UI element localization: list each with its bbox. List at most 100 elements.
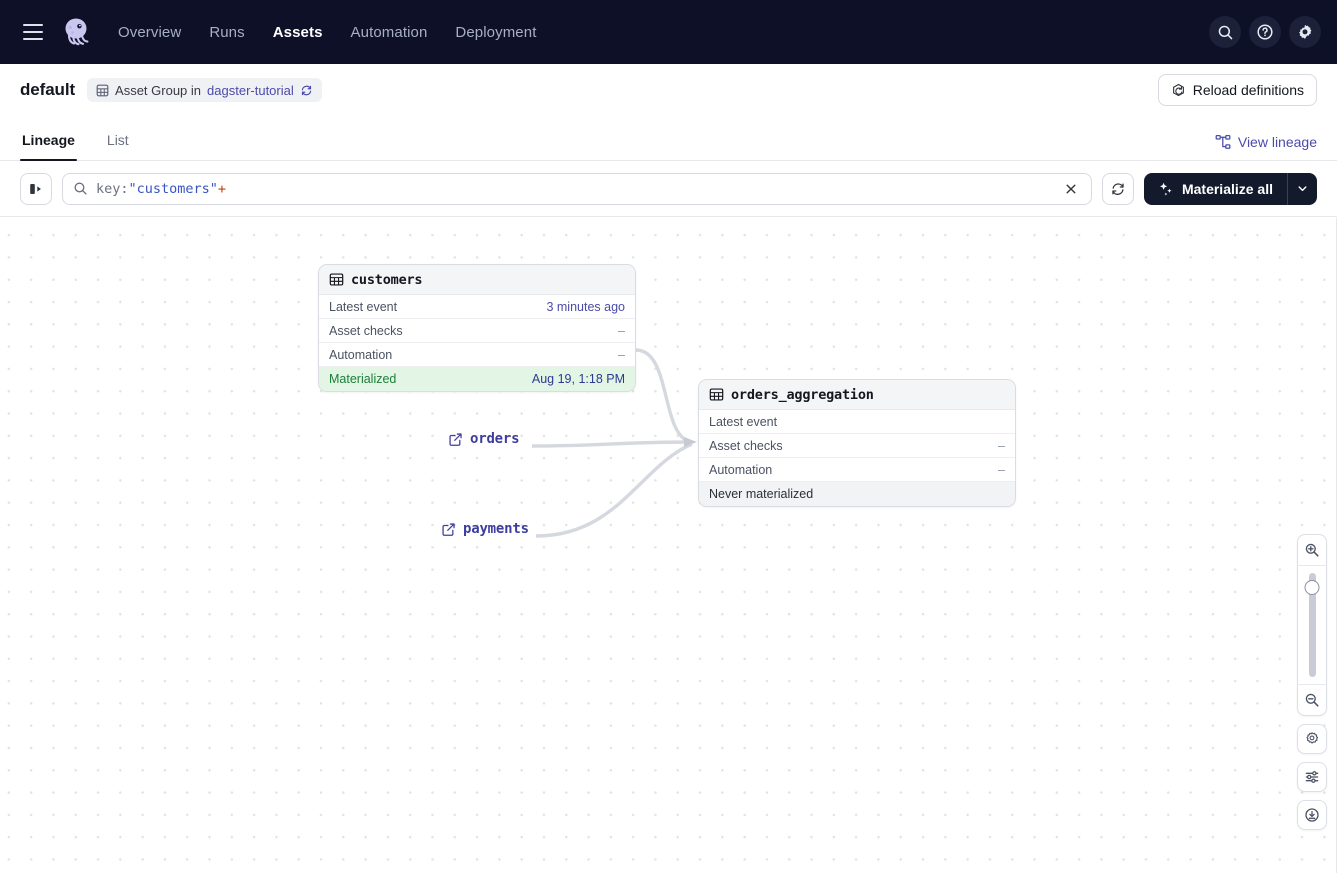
asset-node-status-footer[interactable]: Materialized Aug 19, 1:18 PM xyxy=(319,367,635,391)
target-download-icon xyxy=(1305,808,1319,822)
zoom-out-button[interactable] xyxy=(1297,685,1327,715)
zoom-slider-card xyxy=(1297,534,1327,716)
help-button[interactable] xyxy=(1249,16,1281,48)
reload-icon xyxy=(301,85,311,95)
settings-button[interactable] xyxy=(1289,16,1321,48)
panel-expand-icon xyxy=(30,183,41,194)
nav-link-deployment[interactable]: Deployment xyxy=(455,23,537,41)
external-asset-payments[interactable]: payments xyxy=(441,521,529,537)
zoom-in-icon xyxy=(1305,543,1319,557)
nav-link-assets[interactable]: Assets xyxy=(272,23,323,41)
lineage-graph-canvas[interactable]: customers Latest event 3 minutes ago Ass… xyxy=(0,218,1337,873)
asset-group-badge[interactable]: Asset Group in dagster-tutorial xyxy=(87,78,322,102)
asset-node-title: orders_aggregation xyxy=(731,386,874,403)
search-query-value: "customers" xyxy=(128,180,218,197)
row-label: Asset checks xyxy=(329,323,403,338)
zoom-out-icon xyxy=(1305,693,1319,707)
help-icon xyxy=(1257,24,1273,40)
asset-node-row-latest-event: Latest event 3 minutes ago xyxy=(319,295,635,319)
external-asset-label: payments xyxy=(463,521,529,537)
row-value-latest-event[interactable]: 3 minutes ago xyxy=(546,299,625,314)
status-badge: Materialized xyxy=(329,372,397,386)
asset-group-badge-prefix: Asset Group in xyxy=(115,82,202,98)
reload-definitions-button[interactable]: Reload definitions xyxy=(1157,74,1317,106)
sliders-icon xyxy=(1305,771,1319,783)
asset-node-customers[interactable]: customers Latest event 3 minutes ago Ass… xyxy=(318,264,636,392)
lineage-graph-icon xyxy=(1215,134,1231,149)
row-value-automation: – xyxy=(998,462,1005,477)
zoom-slider-track xyxy=(1308,573,1316,677)
search-input[interactable]: key:"customers"+ xyxy=(96,181,226,197)
table-icon xyxy=(709,388,724,401)
external-link-icon xyxy=(449,432,462,446)
search-icon xyxy=(1218,25,1232,39)
asset-node-row-latest-event: Latest event xyxy=(699,410,1015,434)
dagster-logo[interactable] xyxy=(56,12,96,52)
zoom-controls xyxy=(1297,534,1327,830)
refresh-icon xyxy=(1112,182,1124,195)
reload-definitions-label: Reload definitions xyxy=(1192,82,1304,98)
materialize-all-button[interactable]: Materialize all xyxy=(1143,172,1287,205)
page-title: default xyxy=(20,80,76,99)
tab-list[interactable]: List xyxy=(106,132,129,148)
graph-toolbar: key:"customers"+ xyxy=(0,161,1337,217)
status-badge: Never materialized xyxy=(709,487,814,501)
chevron-down-icon xyxy=(1298,186,1307,192)
row-label: Latest event xyxy=(329,299,398,314)
gear-icon xyxy=(1299,24,1312,39)
row-label: Automation xyxy=(329,347,393,362)
row-label: Automation xyxy=(709,462,773,477)
asset-query-search[interactable]: key:"customers"+ xyxy=(62,172,1092,205)
nav-link-automation[interactable]: Automation xyxy=(350,23,428,41)
asset-node-header: orders_aggregation xyxy=(699,380,1015,410)
external-link-icon xyxy=(442,522,455,536)
cube-reload-icon xyxy=(1172,83,1184,96)
fit-to-screen-button[interactable] xyxy=(1297,800,1327,830)
search-query-key: key: xyxy=(96,180,129,197)
search-icon xyxy=(74,182,87,195)
view-tabs: Lineage List View lineage xyxy=(0,116,1337,161)
materialize-all-group: Materialize all xyxy=(1143,172,1317,205)
row-value-asset-checks: – xyxy=(998,438,1005,453)
asset-node-row-asset-checks: Asset checks – xyxy=(699,434,1015,458)
graph-filters-button[interactable] xyxy=(1297,762,1327,792)
row-value-asset-checks: – xyxy=(618,323,625,338)
asset-node-row-automation: Automation – xyxy=(699,458,1015,482)
close-icon xyxy=(1066,184,1076,194)
view-lineage-link[interactable]: View lineage xyxy=(1215,134,1317,150)
materialize-options-button[interactable] xyxy=(1287,172,1317,205)
row-label: Asset checks xyxy=(709,438,783,453)
nav-link-runs[interactable]: Runs xyxy=(209,23,245,41)
row-label: Latest event xyxy=(709,414,778,429)
graph-edges xyxy=(531,348,697,538)
search-query-operator: + xyxy=(217,180,227,197)
asset-node-header: customers xyxy=(319,265,635,295)
zoom-slider-handle[interactable] xyxy=(1304,580,1320,595)
asset-node-status-footer[interactable]: Never materialized xyxy=(699,482,1015,506)
top-navigation-bar: Overview Runs Assets Automation Deployme… xyxy=(0,0,1337,64)
global-search-button[interactable] xyxy=(1209,16,1241,48)
nav-actions xyxy=(1209,0,1321,64)
asset-group-badge-link[interactable]: dagster-tutorial xyxy=(207,82,294,98)
row-value-automation: – xyxy=(618,347,625,362)
panel-expand-button[interactable] xyxy=(20,172,52,205)
graph-settings-button[interactable] xyxy=(1297,724,1327,754)
status-timestamp: Aug 19, 1:18 PM xyxy=(531,372,625,386)
sparkles-icon xyxy=(1159,182,1172,195)
external-asset-label: orders xyxy=(470,431,520,447)
hamburger-menu-icon[interactable] xyxy=(16,15,50,49)
tab-lineage[interactable]: Lineage xyxy=(20,132,77,161)
gear-icon xyxy=(1306,732,1319,744)
materialize-all-label: Materialize all xyxy=(1181,180,1273,197)
clear-search-button[interactable] xyxy=(1057,175,1085,203)
asset-node-orders-aggregation[interactable]: orders_aggregation Latest event Asset ch… xyxy=(698,379,1016,507)
zoom-slider[interactable] xyxy=(1297,565,1327,685)
refresh-graph-button[interactable] xyxy=(1101,172,1134,205)
primary-nav-links: Overview Runs Assets Automation Deployme… xyxy=(118,24,536,41)
external-asset-orders[interactable]: orders xyxy=(448,431,520,447)
breadcrumb: default Asset Group in dagster-tutorial xyxy=(0,64,1337,116)
asset-node-title: customers xyxy=(351,271,423,288)
zoom-in-button[interactable] xyxy=(1297,535,1327,565)
nav-link-overview[interactable]: Overview xyxy=(118,23,182,41)
